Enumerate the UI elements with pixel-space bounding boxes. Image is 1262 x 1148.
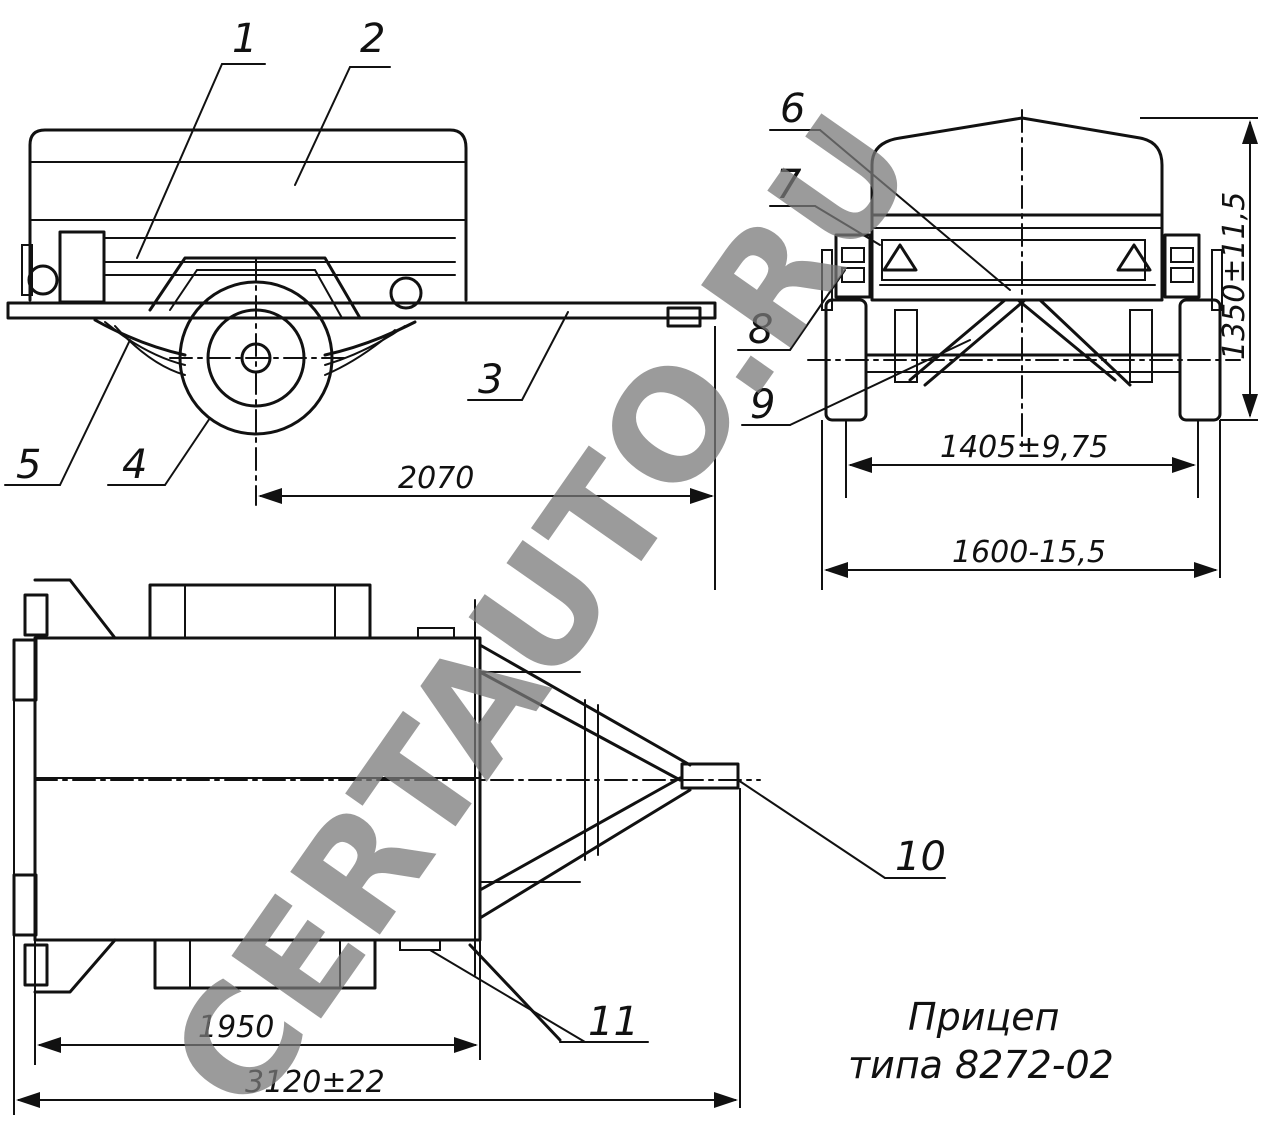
caption-line-2: типа 8272-02	[848, 1043, 1114, 1087]
callout-2: 2	[360, 16, 385, 62]
callout-1: 1	[232, 16, 257, 62]
callout-9: 9	[750, 382, 775, 428]
caption: Прицеп типа 8272-02	[848, 995, 1114, 1087]
callout-10: 10	[895, 834, 946, 880]
rear-view	[737, 109, 1258, 590]
side-view	[4, 63, 717, 590]
callout-8: 8	[748, 307, 773, 353]
dim-overall-height: 1350±11,5	[1217, 192, 1252, 360]
callout-11: 11	[588, 999, 639, 1045]
caption-line-1: Прицеп	[908, 995, 1059, 1039]
callout-7: 7	[776, 162, 802, 208]
dim-overall-width: 1600-15,5	[952, 535, 1106, 570]
dimension-labels: 2070 1405±9,75 1600-15,5 1350±11,5 1950 …	[198, 192, 1252, 1100]
dim-overall-length: 3120±22	[245, 1065, 385, 1100]
dim-body-length: 1950	[198, 1010, 274, 1045]
dim-track-width: 1405±9,75	[940, 430, 1108, 465]
callout-6: 6	[780, 86, 805, 132]
callout-4: 4	[122, 442, 147, 488]
dim-wheel-to-hitch: 2070	[398, 461, 474, 496]
callout-5: 5	[16, 442, 41, 488]
watermark: CERTAUTO.RU	[137, 86, 948, 1141]
top-view	[12, 578, 946, 1115]
callout-numbers: 1 2 3 4 5 6 7 8 9 10 11	[16, 16, 946, 1045]
callout-3: 3	[478, 357, 503, 403]
